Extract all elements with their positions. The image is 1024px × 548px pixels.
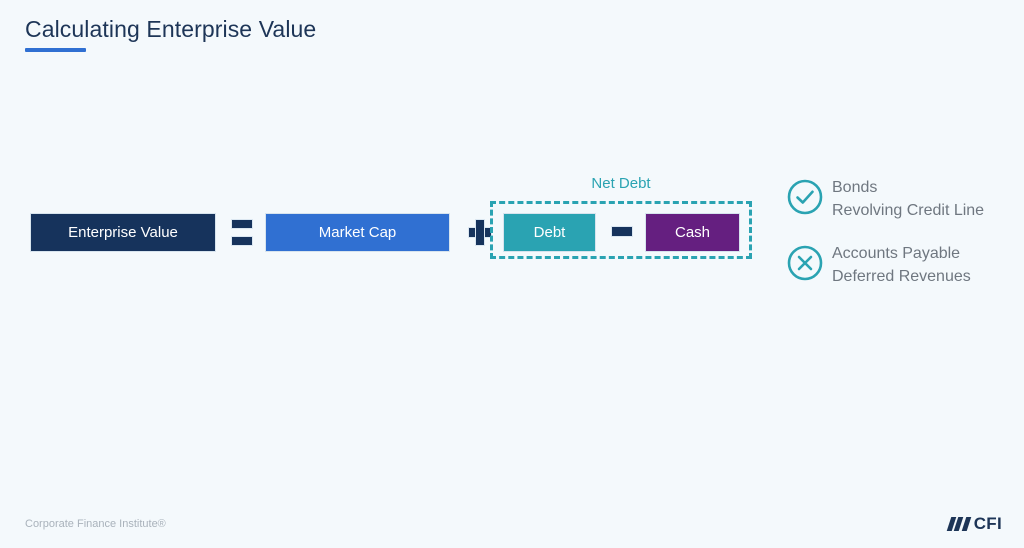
formula-term-cash: Cash [645,213,740,252]
net-debt-group-label: Net Debt [591,175,651,192]
plus-bar-vertical [475,219,485,246]
legend-item-excluded-line2: Deferred Revenues [832,268,971,285]
check-circle-icon [786,178,824,216]
minus-bar [611,226,633,237]
equals-bar-bottom [231,236,253,246]
page-title-text: Calculating Enterprise Value [25,16,317,42]
formula-term-enterprise-value-label: Enterprise Value [68,224,178,241]
x-circle-icon [786,244,824,282]
equals-bar-top [231,219,253,229]
cfi-logo-mark-icon [946,517,971,531]
footer-credit: Corporate Finance Institute® [25,518,166,530]
formula-term-debt-label: Debt [533,224,566,241]
enterprise-value-formula: Enterprise Value Market Cap Net Debt Deb… [0,160,1024,300]
formula-term-market-cap: Market Cap [265,213,450,252]
net-debt-group-outline [490,201,752,259]
formula-term-cash-label: Cash [674,224,711,241]
legend-item-excluded-line1: Accounts Payable [832,245,961,262]
legend-item-included-line1: Bonds [832,179,878,196]
legend-item-excluded-text: Accounts Payable Deferred Revenues [832,242,971,288]
legend-item-excluded: Accounts Payable Deferred Revenues [786,242,984,288]
legend-item-included-text: Bonds Revolving Credit Line [832,176,984,222]
legend: Bonds Revolving Credit Line Accounts Pay… [786,176,984,308]
cfi-logo: CFI [946,514,1002,534]
page-title: Calculating Enterprise Value [25,14,316,52]
operator-minus [611,226,633,237]
operator-equals [231,219,253,246]
legend-item-included: Bonds Revolving Credit Line [786,176,984,222]
operator-plus [468,219,492,246]
title-underline [25,48,86,52]
legend-item-included-line2: Revolving Credit Line [832,202,985,219]
formula-term-market-cap-label: Market Cap [318,224,397,241]
cfi-logo-text: CFI [973,514,1002,533]
formula-term-debt: Debt [503,213,596,252]
formula-term-enterprise-value: Enterprise Value [30,213,216,252]
cfi-logo-stripe-3 [961,517,971,531]
